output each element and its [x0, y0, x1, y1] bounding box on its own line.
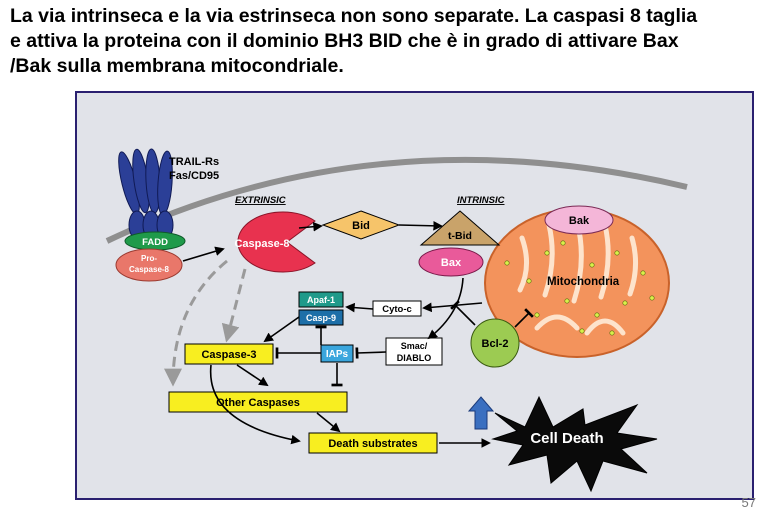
- casp9-label: Casp-9: [306, 313, 336, 323]
- fadd-label: FADD: [142, 237, 168, 248]
- slide-title-line: La via intrinseca e la via estrinseca no…: [10, 5, 698, 27]
- death-substrates-label: Death substrates: [328, 438, 417, 450]
- caspase3-label: Caspase-3: [201, 349, 256, 361]
- receptor-label: Fas/CD95: [169, 170, 219, 182]
- bid-node: [321, 210, 401, 240]
- iaps-label: IAPs: [326, 349, 349, 360]
- diagram-canvas: TRAIL-Rs Fas/CD95 EXTRINSIC INTRINSIC FA…: [105, 148, 688, 493]
- bak-node: [544, 205, 614, 235]
- tbid-label: t-Bid: [448, 230, 472, 242]
- cell-death-label: Cell Death: [530, 430, 603, 447]
- smac-box: [385, 337, 443, 366]
- smac-label: Smac/: [401, 341, 428, 351]
- mitochondria-label: Mitochondria: [547, 276, 620, 288]
- cell-death-starburst: [491, 395, 658, 493]
- caspase8-node: [237, 211, 316, 273]
- page-number: 57: [741, 495, 756, 510]
- procaspase8-label: Caspase-8: [129, 265, 170, 274]
- caspase3-box: [184, 343, 274, 365]
- bid-label: Bid: [352, 220, 370, 232]
- mitochondria-node: [484, 208, 670, 358]
- death-substrates-box: [308, 432, 438, 454]
- slide-title: La via intrinseca e la via estrinseca no…: [10, 4, 780, 79]
- receptor-label: TRAIL-Rs: [169, 156, 219, 168]
- bax-label: Bax: [441, 257, 462, 269]
- other-caspases-label: Other Caspases: [216, 397, 300, 409]
- apoptosis-pathway-diagram: TRAIL-Rs Fas/CD95 EXTRINSIC INTRINSIC FA…: [75, 91, 754, 500]
- cell-membrane: [105, 156, 688, 244]
- bcl2-node: [470, 318, 520, 368]
- receptor-icon: [118, 148, 174, 240]
- caspase8-label: Caspase-8: [234, 238, 289, 250]
- apaf1-label: Apaf-1: [307, 295, 335, 305]
- intrinsic-label: INTRINSIC: [457, 195, 505, 206]
- other-caspases-box: [168, 391, 348, 413]
- bcl2-label: Bcl-2: [482, 338, 509, 350]
- cytoc-label: Cyto-c: [382, 304, 412, 315]
- slide-title-line: e attiva la proteina con il dominio BH3 …: [10, 30, 679, 52]
- apaf1-box: [298, 291, 344, 308]
- procaspase8-node: [115, 248, 183, 282]
- bak-label: Bak: [569, 215, 590, 227]
- procaspase8-label: Pro-: [141, 254, 157, 263]
- up-arrow-icon: [467, 396, 495, 430]
- bax-node: [418, 247, 484, 277]
- smac-label: DIABLO: [397, 353, 432, 363]
- slide-title-line: /Bak sulla membrana mitocondriale.: [10, 55, 344, 77]
- extrinsic-label: EXTRINSIC: [235, 195, 286, 206]
